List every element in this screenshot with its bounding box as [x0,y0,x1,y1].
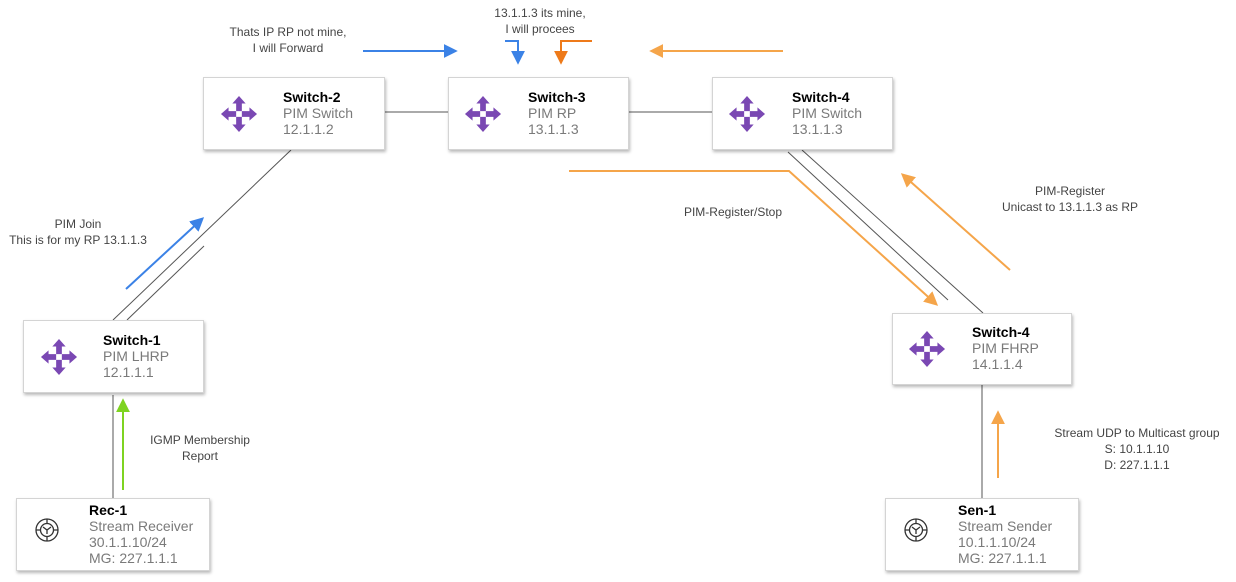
node-name: Sen-1 [958,502,997,518]
router-icon [220,95,258,133]
node-name: Switch-1 [103,332,161,348]
label-mine: 13.1.1.3 its mine, I will procees [470,5,610,37]
arrow-register-orange [900,173,1011,271]
router-icon [908,330,946,368]
node-role: PIM Switch [792,105,863,121]
node-mg: MG: 227.1.1.1 [958,550,1047,566]
label-line: This is for my RP 13.1.1.3 [9,233,147,247]
host-icon [35,518,59,542]
node-role: Stream Receiver [89,518,194,534]
node-switch-4-fhrp[interactable]: Switch-4 PIM FHRP 14.1.1.4 [892,313,1072,385]
arrow-pim-join-blue [125,217,205,290]
label-forward: Thats IP RP not mine, I will Forward [208,24,368,56]
node-ip: 13.1.1.3 [528,121,579,137]
label-line: D: 227.1.1.1 [1104,458,1170,472]
node-ip: 12.1.1.1 [103,364,154,380]
node-role: PIM RP [528,105,577,121]
link-switch1-switch2 [112,149,292,321]
arrow-register-stop-orange [569,170,939,306]
label-line: Thats IP RP not mine, [229,25,347,39]
arrow-mine-blue [505,40,525,65]
link-switch1-switch2-arrow-guide [126,245,205,321]
node-switch-3[interactable]: Switch-3 PIM RP 13.1.1.3 [448,77,629,150]
node-switch-2[interactable]: Switch-2 PIM Switch 12.1.1.2 [203,77,385,150]
node-switch-4-top[interactable]: Switch-4 PIM Switch 13.1.1.3 [712,77,893,150]
label-line: S: 10.1.1.10 [1104,442,1170,456]
label-line: Unicast to 13.1.1.3 as RP [1001,200,1139,214]
label-stream: Stream UDP to Multicast group S: 10.1.1.… [1040,425,1234,473]
label-line: 13.1.1.3 its mine, [494,6,586,20]
node-ip: 10.1.1.10/24 [958,534,1036,550]
router-icon [464,95,502,133]
node-role: Stream Sender [958,518,1053,534]
link-switch4-switch4fhrp-inner [787,151,949,301]
node-ip: 14.1.1.4 [972,356,1023,372]
node-rec-1[interactable]: Rec-1 Stream Receiver 30.1.1.10/24 MG: 2… [16,498,210,571]
node-ip: 12.1.1.2 [283,121,334,137]
node-name: Switch-2 [283,89,341,105]
node-name: Switch-4 [972,324,1030,340]
node-name: Switch-4 [792,89,850,105]
label-line: IGMP Membership [150,433,250,447]
label-register-stop: PIM-Register/Stop [663,204,803,220]
label-pim-join: PIM Join This is for my RP 13.1.1.3 [0,216,156,248]
label-line: I will procees [505,22,575,36]
label-line: PIM-Register [1034,184,1105,198]
node-ip: 30.1.1.10/24 [89,534,167,550]
node-role: PIM FHRP [972,340,1039,356]
link-switch4-switch4fhrp [801,149,984,314]
host-icon [904,518,928,542]
router-icon [40,338,78,376]
arrow-mine-orange [554,40,592,65]
label-line: PIM-Register/Stop [683,205,783,219]
node-name: Rec-1 [89,502,128,518]
label-line: Report [181,449,219,463]
label-register: PIM-Register Unicast to 13.1.1.3 as RP [985,183,1155,215]
node-name: Switch-3 [528,89,586,105]
node-sen-1[interactable]: Sen-1 Stream Sender 10.1.1.10/24 MG: 227… [885,498,1079,571]
node-ip: 13.1.1.3 [792,121,843,137]
node-mg: MG: 227.1.1.1 [89,550,178,566]
label-line: PIM Join [54,217,102,231]
label-igmp: IGMP Membership Report [140,432,260,464]
node-switch-1[interactable]: Switch-1 PIM LHRP 12.1.1.1 [23,320,204,393]
node-role: PIM LHRP [103,348,170,364]
label-line: Stream UDP to Multicast group [1054,426,1220,440]
router-icon [728,95,766,133]
label-line: I will Forward [252,41,324,55]
node-role: PIM Switch [283,105,354,121]
